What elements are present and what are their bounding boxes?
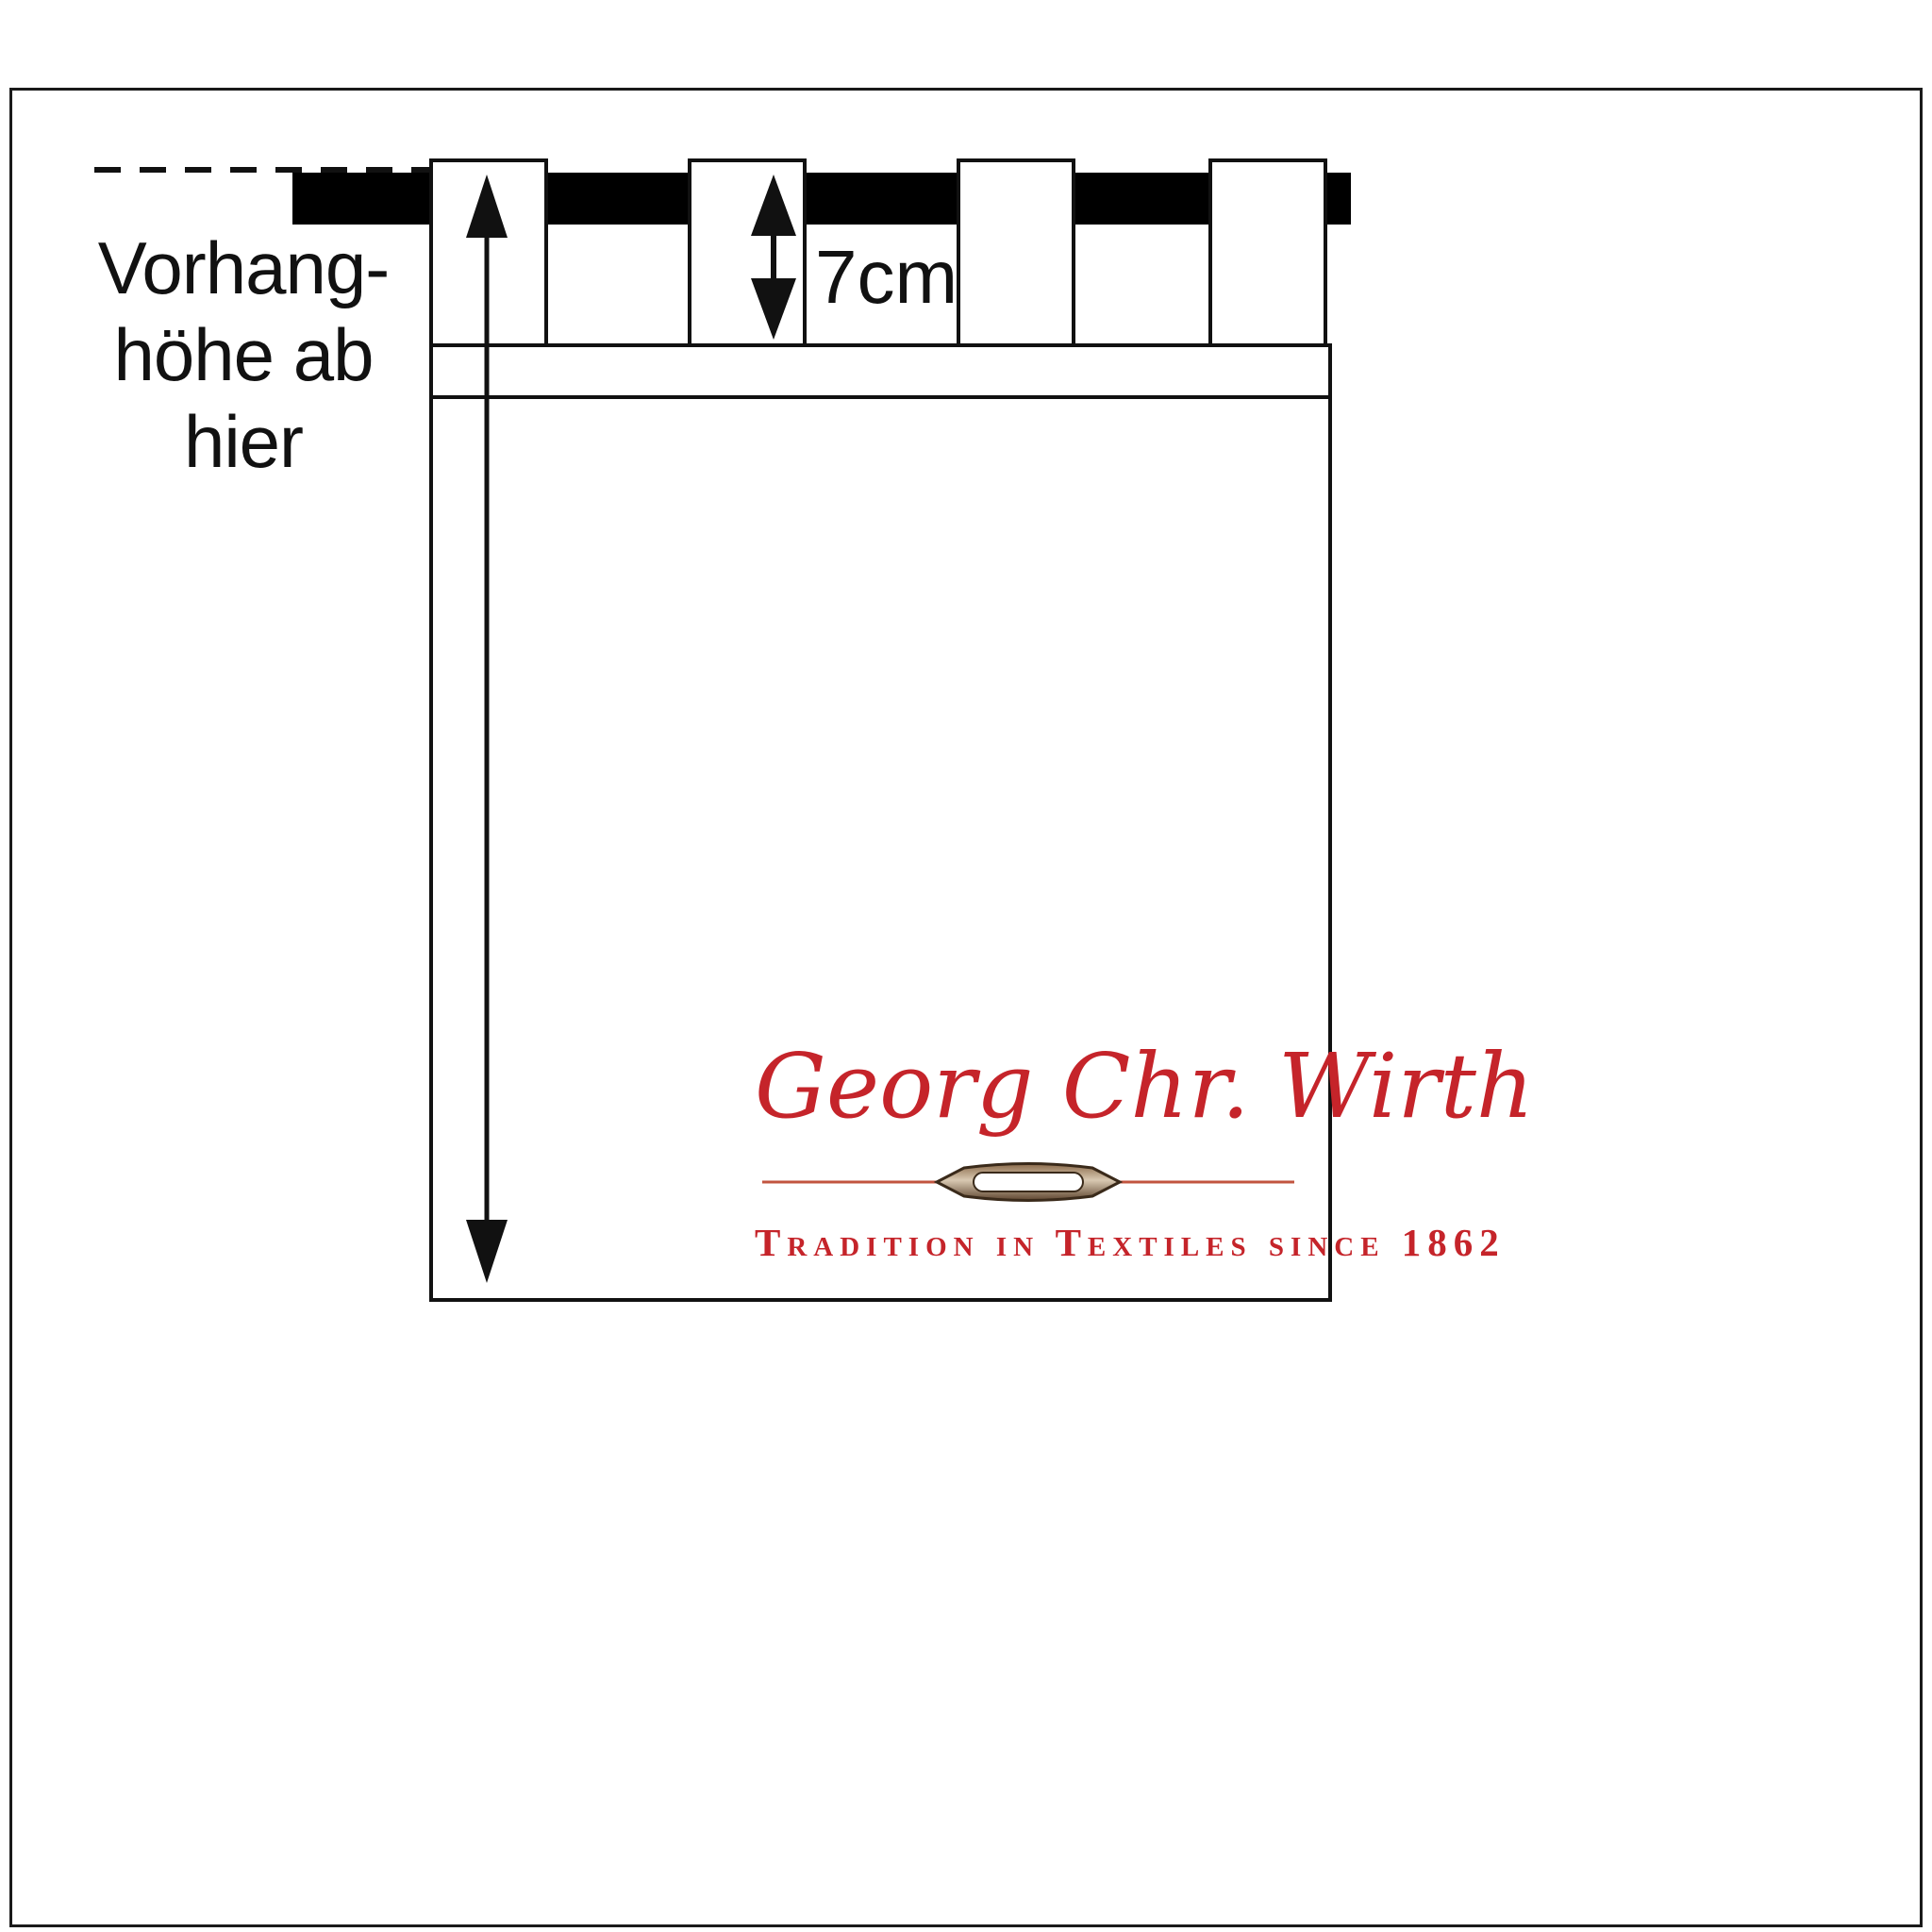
- tab-height-label: 7cm: [815, 235, 958, 319]
- curtain-panel: [429, 343, 1332, 1302]
- tab-loop: [1208, 158, 1327, 347]
- needle-icon: [762, 1162, 1294, 1202]
- brand-tagline: Tradition in Textiles since 1862: [755, 1221, 1506, 1264]
- tab-loops: [429, 158, 1327, 347]
- tab-loop: [688, 158, 807, 347]
- brand-logo-text: Georg Chr. Wirth: [755, 1035, 1535, 1139]
- brand-logo: Georg Chr. Wirth Tradition in Textile: [755, 1035, 1535, 1265]
- logo-divider: [755, 1158, 1302, 1207]
- curtain-height-arrow-icon: [466, 175, 508, 1283]
- curtain-height-label: Vorhang- höhe ab hier: [97, 226, 391, 483]
- image-border: [9, 88, 1923, 1927]
- tab-height-arrow-icon: [751, 175, 796, 340]
- tab-loop: [957, 158, 1075, 347]
